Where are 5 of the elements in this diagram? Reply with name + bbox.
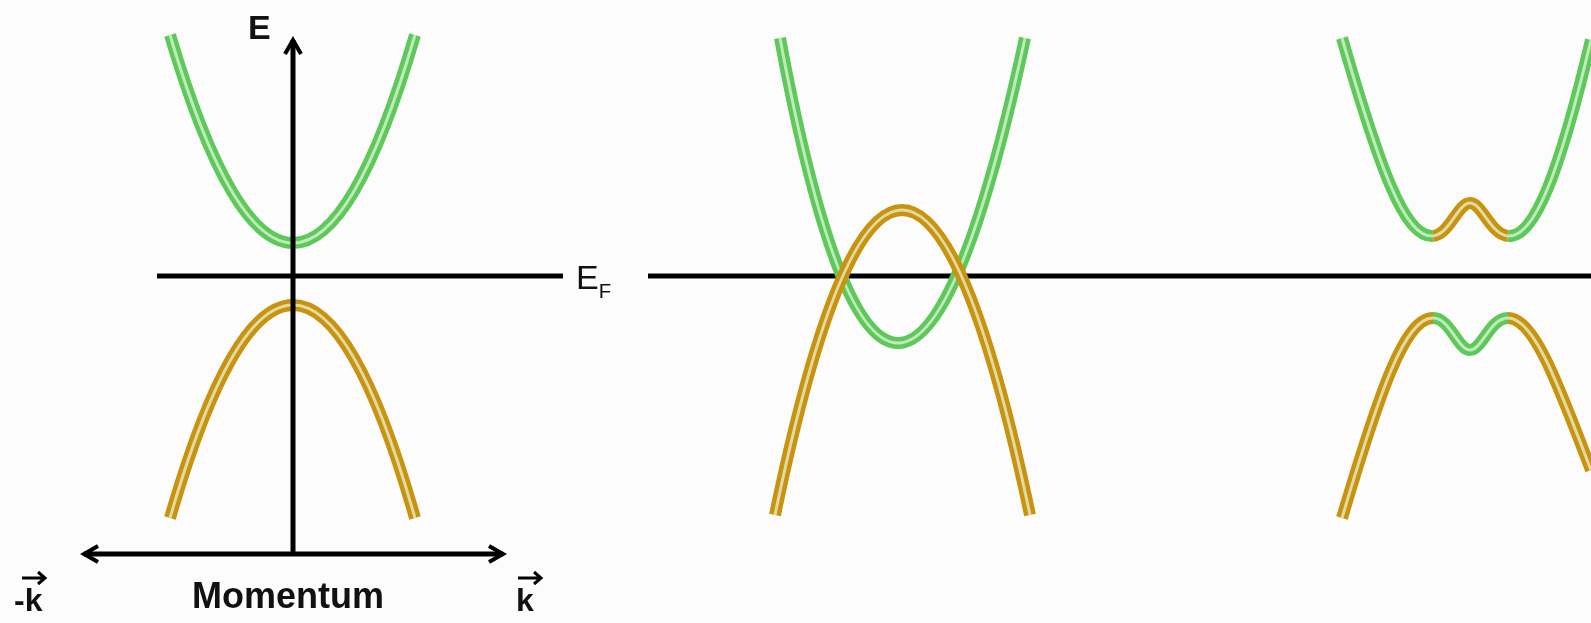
axis-label: -k xyxy=(14,584,43,616)
axis-label: E$_{F}$ xyxy=(576,260,612,302)
axis-label: E xyxy=(248,10,271,44)
axis-label: Momentum xyxy=(192,578,384,614)
axis-label: k xyxy=(516,584,534,616)
